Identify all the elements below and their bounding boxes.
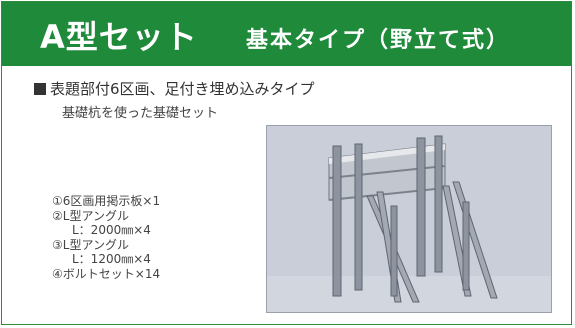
description-subheading: 基礎杭を使った基礎セット <box>62 106 219 121</box>
parts-list-item: ①6区画用掲示板×1 <box>52 194 161 208</box>
product-subtitle: 基本タイプ（野立て式） <box>246 28 511 53</box>
description-heading-text: 表題部付6区画、足付き埋め込みタイプ <box>50 80 315 98</box>
sign-board-frame-illustration <box>267 126 551 312</box>
product-image <box>266 125 552 313</box>
parts-list-item: ③L型アングル <box>52 237 129 252</box>
parts-list-item: L：1200㎜×4 <box>72 252 151 267</box>
bullet-square-icon <box>34 83 46 95</box>
product-title: A型セット <box>40 18 198 56</box>
parts-list-item: L：2000㎜×4 <box>72 223 151 238</box>
description-heading: 表題部付6区画、足付き埋め込みタイプ <box>34 78 315 99</box>
header-banner: A型セット 基本タイプ（野立て式） <box>2 2 571 66</box>
parts-list-item: ④ボルトセット×14 <box>52 266 161 281</box>
parts-list-item: ②L型アングル <box>52 208 129 223</box>
parts-list: ①6区画用掲示板×1 ②L型アングル L：2000㎜×4 ③L型アングル L：1… <box>52 194 160 282</box>
